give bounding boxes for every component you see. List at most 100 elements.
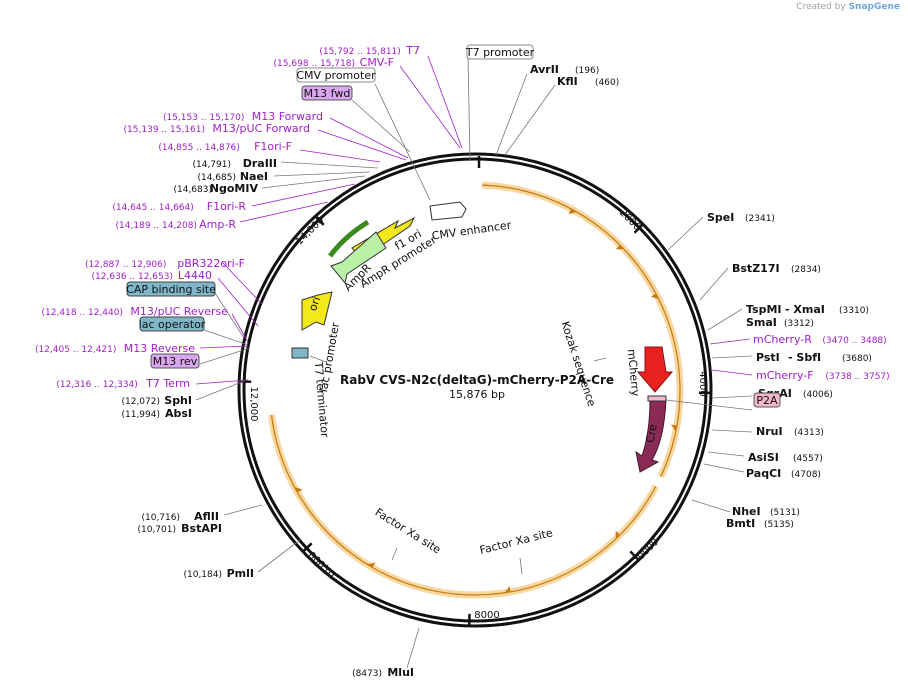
plasmid-name: RabV CVS-N2c(deltaG)-mCherry-P2A-Cre <box>340 373 614 387</box>
primer-label[interactable]: CMV-F <box>360 56 394 69</box>
factor-xa-label: Factor Xa site <box>373 506 444 557</box>
kozak-label: Kozak sequence <box>558 320 598 409</box>
backbone-inner <box>242 157 708 623</box>
orf-arrow <box>615 245 625 250</box>
enzyme-label[interactable]: NgoMIV <box>210 182 259 195</box>
enzyme-label[interactable]: KflI <box>557 75 578 88</box>
feature-box[interactable] <box>301 85 353 101</box>
enzyme-label[interactable]: AbsI <box>165 407 192 420</box>
primer-label[interactable]: M13 Reverse <box>124 342 195 355</box>
enzyme-label[interactable]: DraIII <box>243 157 277 170</box>
enzyme-label[interactable]: AflII <box>194 510 219 523</box>
leader-line <box>519 557 523 575</box>
primer-label[interactable]: Amp-R <box>199 218 236 231</box>
leader-line <box>329 117 409 159</box>
tick-label: 10,000 <box>307 549 340 582</box>
primer-label[interactable]: T7 Term <box>145 377 190 390</box>
feature-box[interactable] <box>753 392 781 408</box>
feature-box-label: M13 rev <box>153 355 198 368</box>
orf-arrow <box>615 530 620 540</box>
tick-label: 6000 <box>634 535 660 561</box>
feature-box[interactable] <box>296 67 376 83</box>
leader-line <box>667 216 704 251</box>
leader-line <box>711 395 753 399</box>
leader-line <box>391 547 398 561</box>
feature-box-label: CMV promoter <box>296 69 376 82</box>
backbone-outer <box>237 152 713 628</box>
enzyme-label[interactable]: BstZ17I <box>732 262 780 275</box>
lac-promoter-label: lac promoter <box>317 321 342 393</box>
leader-line <box>691 499 731 513</box>
enzyme-position: (14,685) <box>197 173 236 183</box>
orf-arrow <box>367 562 376 568</box>
primer-label[interactable]: mCherry-R <box>753 333 812 346</box>
ampr-promoter-feature[interactable] <box>328 219 370 258</box>
enzyme-label[interactable]: NruI <box>756 425 783 438</box>
primer-label[interactable]: pBR322ori-F <box>177 257 245 270</box>
enzyme-position: (3310) <box>839 306 869 316</box>
enzyme-label[interactable]: BstAPI <box>181 522 222 535</box>
enzyme-position: (10,184) <box>183 570 222 580</box>
p2a-feature[interactable] <box>647 395 667 402</box>
leader-line <box>280 161 379 169</box>
orf-arrow <box>650 293 659 300</box>
feature-box[interactable] <box>150 353 200 369</box>
leader-line <box>299 149 381 163</box>
leader-line <box>593 357 607 362</box>
enzyme-label[interactable]: TspMI <box>746 303 782 316</box>
tick-major <box>629 550 640 561</box>
factor-xa-label: Factor Xa site <box>478 526 554 557</box>
feature-box[interactable] <box>466 44 534 60</box>
enzyme-label[interactable]: SpeI <box>707 211 734 224</box>
primer-label[interactable]: M13/pUC Forward <box>212 122 310 135</box>
primer-position: (14,645 .. 14,664) <box>112 203 193 213</box>
leader-line <box>239 201 329 223</box>
ampr-feature[interactable] <box>330 231 387 285</box>
feature-box[interactable] <box>126 281 216 297</box>
enzyme-label-2[interactable]: - SbfI <box>788 351 821 364</box>
enzyme-label[interactable]: SmaI <box>746 316 777 329</box>
ori-feature[interactable] <box>301 291 333 331</box>
primer-label[interactable]: M13 Forward <box>252 110 323 123</box>
enzyme-position: (10,716) <box>141 513 180 523</box>
enzyme-label[interactable]: NheI <box>732 505 761 518</box>
feature-box-label: T7 promoter <box>465 46 535 59</box>
enzyme-label[interactable]: PaqCI <box>746 467 781 480</box>
primer-label[interactable]: L4440 <box>178 269 212 282</box>
primer-label[interactable]: F1ori-R <box>207 200 247 213</box>
feature-box[interactable] <box>139 316 205 332</box>
enzyme-label[interactable]: PstI <box>756 351 780 364</box>
cmv-enhancer-feature[interactable] <box>429 201 467 221</box>
enzyme-label[interactable]: NaeI <box>240 170 268 183</box>
mcherry-feature[interactable] <box>636 346 674 393</box>
leader-line <box>195 379 249 385</box>
enzyme-position: (12,072) <box>121 397 160 407</box>
leader-line <box>467 55 471 161</box>
primer-position: (3470 .. 3488) <box>822 336 886 346</box>
primer-position: (12,405 .. 12,421) <box>35 345 116 355</box>
enzyme-label[interactable]: AvrII <box>530 63 559 76</box>
leader-line <box>251 183 356 207</box>
enzyme-label[interactable]: MluI <box>387 666 414 679</box>
primer-label[interactable]: T7 <box>405 44 420 57</box>
enzyme-label-2[interactable]: - XmaI <box>785 303 825 316</box>
credit: Created by SnapGene <box>796 2 900 12</box>
labels: SpeI(2341)BstZ17I(2834)TspMI- XmaI(3310)… <box>35 44 890 679</box>
enzyme-label[interactable]: AsiSI <box>748 451 779 464</box>
lac-feature[interactable] <box>291 347 309 359</box>
enzyme-position: (14,791) <box>192 160 231 170</box>
primer-position: (15,153 .. 15,170) <box>163 113 244 123</box>
primer-position: (14,855 .. 14,876) <box>158 143 239 153</box>
mcherry-label: mCherry <box>625 348 642 397</box>
primer-label[interactable]: mCherry-F <box>756 369 814 382</box>
enzyme-label[interactable]: BmtI <box>726 517 755 530</box>
leader-line <box>709 338 751 345</box>
primer-label[interactable]: M13/pUC Reverse <box>130 305 228 318</box>
primer-position: (15,698 .. 15,718) <box>274 59 355 69</box>
leader-line <box>257 539 301 573</box>
primer-label[interactable]: F1ori-F <box>254 140 292 153</box>
enzyme-label[interactable]: PmlI <box>227 567 254 580</box>
cre-feature[interactable] <box>635 399 667 473</box>
primer-position: (12,636 .. 12,653) <box>92 272 173 282</box>
enzyme-label[interactable]: SphI <box>164 394 192 407</box>
